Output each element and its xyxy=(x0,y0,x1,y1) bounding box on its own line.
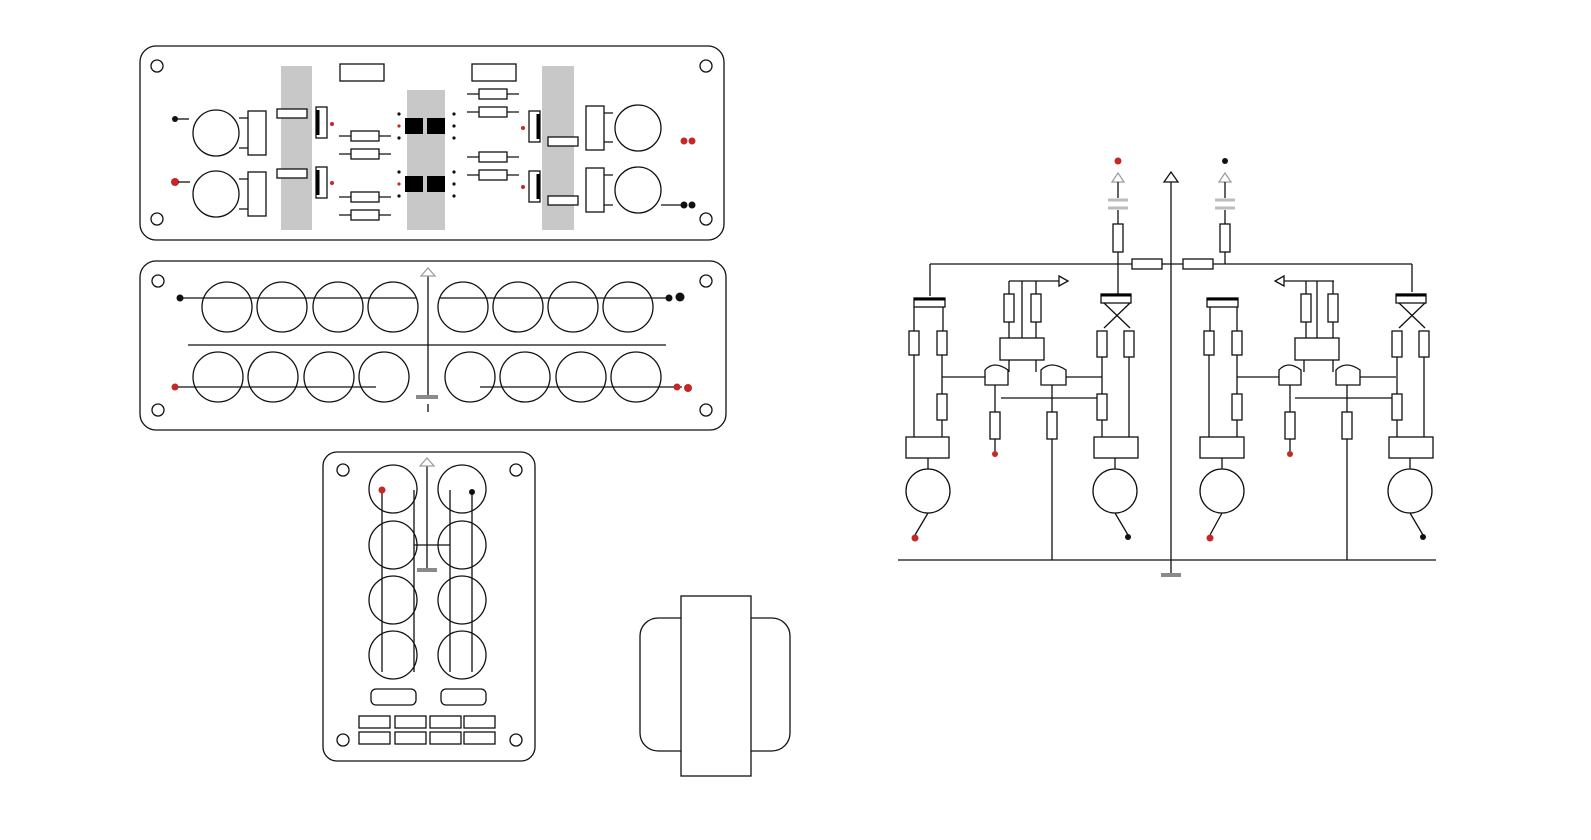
ground-arrow xyxy=(418,457,436,467)
amplifier-schematic xyxy=(898,157,1436,577)
psu-board-outline xyxy=(322,451,536,762)
capacitor-body xyxy=(247,171,267,217)
supply-feed-left xyxy=(1108,157,1128,294)
mount-hole xyxy=(699,274,713,288)
capacitor-leads xyxy=(239,112,613,210)
terminal-positive xyxy=(171,383,179,391)
output-capacitor xyxy=(614,104,662,152)
matched-transistor xyxy=(427,118,445,134)
terminal-positive xyxy=(688,137,696,145)
driver-transistor xyxy=(528,170,541,203)
output-capacitor xyxy=(192,109,240,157)
output-capacitor xyxy=(1199,468,1245,514)
schematic-channel-left xyxy=(905,264,1139,560)
mount-hole xyxy=(336,733,350,747)
terminal-negative xyxy=(469,489,475,495)
amplifier-board xyxy=(139,45,725,241)
terminal-negative xyxy=(665,294,673,302)
terminal-negative xyxy=(176,294,184,302)
psu-capacitors-right xyxy=(437,464,487,680)
heatsink-left xyxy=(281,66,312,230)
output-capacitor xyxy=(1092,468,1138,514)
transformer xyxy=(639,595,791,777)
mount-hole xyxy=(699,212,713,226)
input-transistor xyxy=(1040,364,1067,386)
resistor-top-left xyxy=(339,63,385,82)
terminal-positive xyxy=(1114,157,1122,165)
supply-feed-right xyxy=(1215,158,1235,264)
ground-arrow xyxy=(1162,170,1180,183)
mount-hole xyxy=(150,212,164,226)
input-transistor xyxy=(1335,364,1361,386)
ground-symbol xyxy=(417,568,437,572)
marker-dot xyxy=(521,126,525,130)
terminal-negative xyxy=(675,292,685,302)
bridge-rectifier xyxy=(370,688,417,706)
ground-arrow xyxy=(419,267,437,277)
power-transistor xyxy=(547,136,579,147)
rail-resistor xyxy=(1182,258,1214,270)
psu-capacitors-left xyxy=(368,464,418,680)
schematic-channel-right xyxy=(1199,264,1434,560)
output-capacitor xyxy=(1387,468,1433,514)
amplifier-board-outline xyxy=(139,45,725,241)
matched-transistor xyxy=(427,176,445,192)
terminal-positive xyxy=(378,486,386,494)
power-transistor xyxy=(547,195,579,206)
output-capacitor xyxy=(614,166,662,214)
terminal-positive xyxy=(673,383,681,391)
terminal-negative xyxy=(680,201,688,209)
marker-dot xyxy=(330,181,334,185)
mount-hole xyxy=(151,403,165,417)
transformer-core xyxy=(680,595,752,777)
diode-array xyxy=(358,715,496,745)
capacitor-board-outline xyxy=(139,260,727,431)
mount-hole xyxy=(699,59,713,73)
power-supply-board xyxy=(322,451,536,762)
filter-capacitor-row-top xyxy=(201,281,654,333)
driver-transistor xyxy=(315,106,328,139)
psu-bus-lines xyxy=(381,490,473,672)
mount-hole xyxy=(509,463,523,477)
capacitor-body xyxy=(585,167,605,213)
mount-hole xyxy=(699,403,713,417)
matched-transistor xyxy=(405,118,423,134)
capacitor-body xyxy=(247,110,267,156)
matched-transistor xyxy=(405,176,423,192)
capacitor-bank-board xyxy=(139,260,727,431)
resistor-top-right xyxy=(471,63,517,82)
input-transistor xyxy=(984,364,1009,386)
mount-hole xyxy=(509,733,523,747)
power-transistor xyxy=(276,168,308,179)
output-capacitor xyxy=(905,468,951,514)
output-capacitor xyxy=(192,170,240,218)
power-transistor xyxy=(276,108,308,119)
driver-transistor xyxy=(528,110,541,143)
input-transistor xyxy=(1278,364,1302,386)
mount-hole xyxy=(150,59,164,73)
terminal-negative xyxy=(1222,158,1228,164)
output-capacitor-body xyxy=(905,436,950,459)
marker-dot xyxy=(330,122,334,126)
mount-hole xyxy=(336,463,350,477)
marker-dot xyxy=(521,185,525,189)
heatsink-center xyxy=(407,90,445,230)
terminal-positive xyxy=(684,384,692,392)
bridge-rectifier xyxy=(440,688,487,706)
transistor-pins xyxy=(397,112,456,198)
rail-resistor xyxy=(1131,258,1163,270)
terminal-negative xyxy=(688,201,696,209)
bus-lines xyxy=(175,297,682,388)
ground-symbol xyxy=(416,395,438,399)
terminal-positive xyxy=(680,137,688,145)
terminal-positive xyxy=(171,178,179,186)
mount-hole xyxy=(151,274,165,288)
resistor-group-right xyxy=(467,88,519,181)
driver-transistor xyxy=(315,166,328,199)
ground-symbol xyxy=(1161,573,1181,577)
resistor-group-left xyxy=(339,130,391,221)
filter-capacitor-row-bottom xyxy=(192,351,662,403)
capacitor-body xyxy=(585,105,605,151)
